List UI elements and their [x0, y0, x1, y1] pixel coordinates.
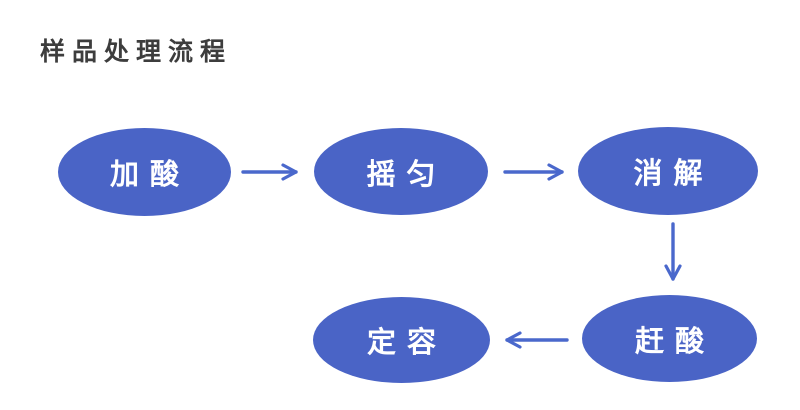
node-drive-off-acid-label: 赶酸 — [634, 325, 715, 358]
node-shake-well[interactable]: 摇匀 — [314, 128, 488, 215]
node-drive-off-acid[interactable]: 赶酸 — [582, 295, 757, 382]
diagram-title: 样品处理流程 — [40, 38, 233, 66]
node-constant-volume-label: 定容 — [366, 327, 447, 359]
node-digest[interactable]: 消解 — [578, 127, 758, 215]
node-add-acid-label: 加酸 — [109, 159, 190, 191]
node-add-acid[interactable]: 加酸 — [58, 128, 231, 216]
node-shake-well-label: 摇匀 — [366, 158, 447, 191]
node-digest-label: 消解 — [633, 158, 714, 190]
node-constant-volume[interactable]: 定容 — [313, 297, 490, 383]
